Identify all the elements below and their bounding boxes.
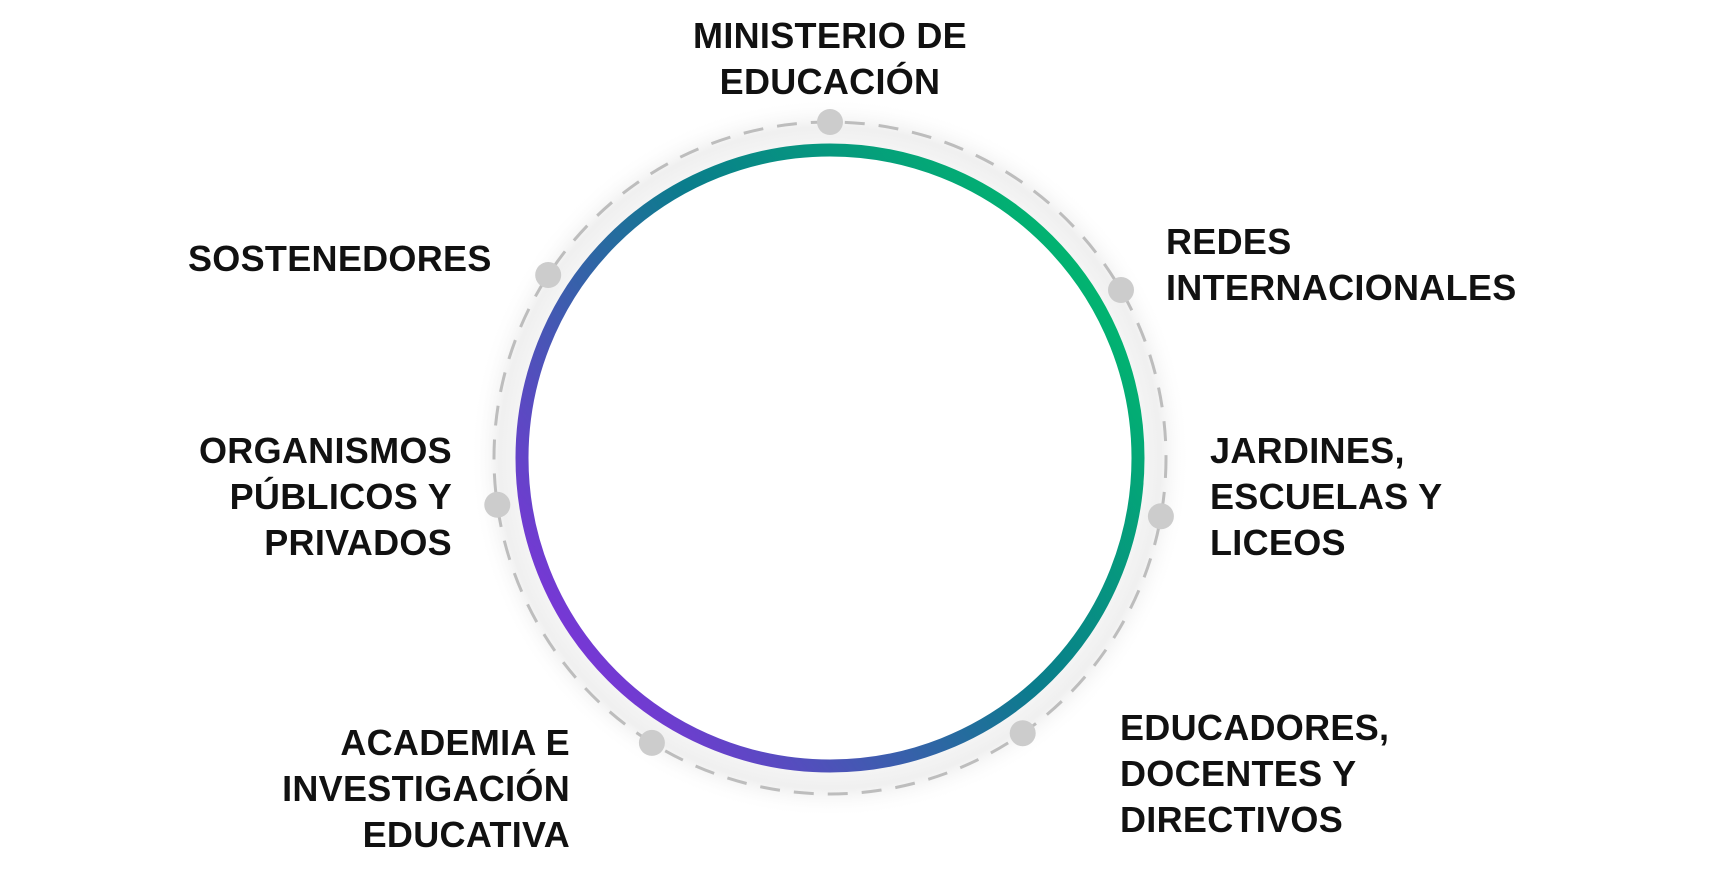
node-dot-organismos <box>484 491 511 518</box>
label-jardines: JARDINES, ESCUELAS Y LICEOS <box>1210 430 1443 563</box>
label-ministerio: MINISTERIO DE EDUCACIÓN <box>693 15 967 102</box>
node-dot-academia <box>638 729 665 756</box>
inner-disc <box>522 150 1138 766</box>
node-dot-sostenedores <box>535 262 562 288</box>
node-dot-ministerio <box>817 109 843 135</box>
label-sostenedores: SOSTENEDORES <box>188 238 492 279</box>
node-dot-redes <box>1108 277 1134 303</box>
node-dot-jardines <box>1147 503 1174 530</box>
node-dots <box>484 109 1174 756</box>
label-academia: ACADEMIA E INVESTIGACIÓN EDUCATIVA <box>282 722 570 855</box>
node-dot-educadores <box>1009 720 1036 747</box>
label-redes: REDES INTERNACIONALES <box>1166 221 1517 308</box>
label-organismos: ORGANISMOS PÚBLICOS Y PRIVADOS <box>198 430 452 563</box>
gradient-ring <box>515 143 1145 773</box>
label-educadores: EDUCADORES, DOCENTES Y DIRECTIVOS <box>1120 707 1390 840</box>
